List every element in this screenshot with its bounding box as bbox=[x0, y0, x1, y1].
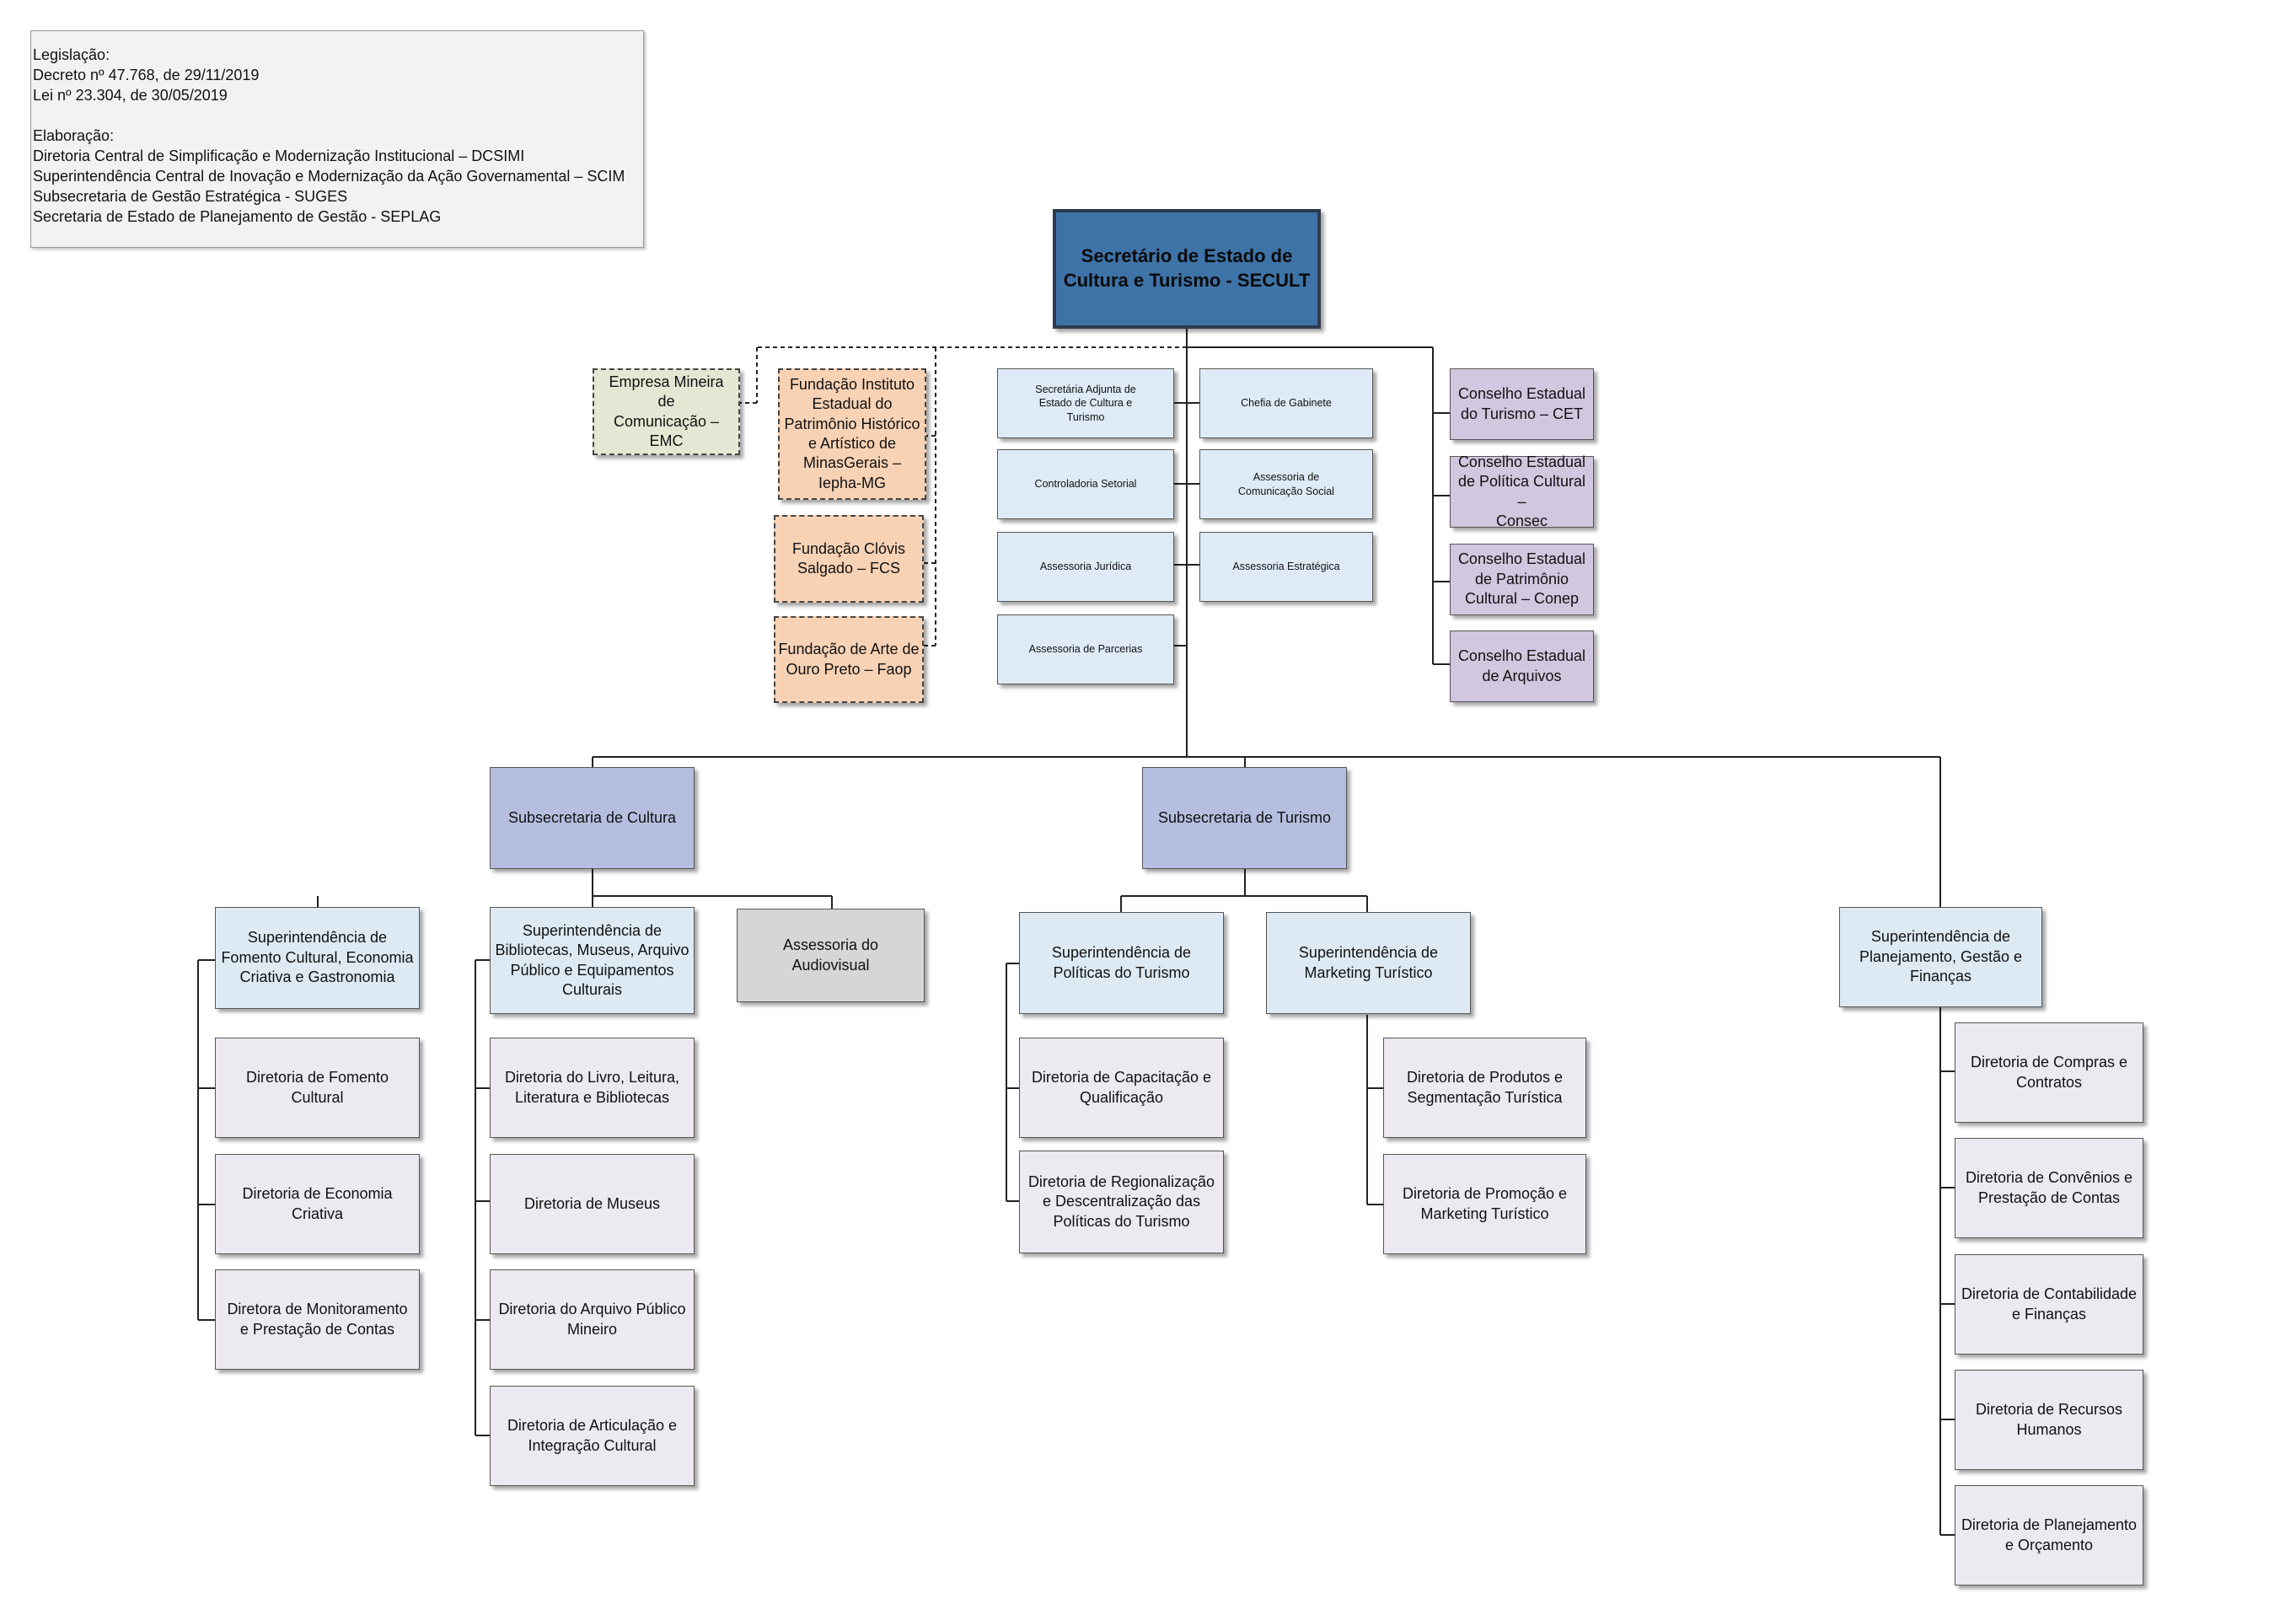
elaboration-heading: Elaboração: bbox=[33, 127, 115, 144]
legend-box: Legislação: Decreto nº 47.768, de 29/11/… bbox=[30, 30, 644, 248]
unit-assessoria-juridica: Assessoria Jurídica bbox=[997, 532, 1174, 602]
decree-text: Decreto nº 47.768, de 29/11/2019 bbox=[33, 67, 260, 83]
author-line: Secretaria de Estado de Planejamento de … bbox=[33, 208, 442, 225]
law-text: Lei nº 23.304, de 30/05/2019 bbox=[33, 87, 228, 104]
author-line: Diretoria Central de Simplificação e Mod… bbox=[33, 148, 525, 164]
unit-assessoria-estrategica: Assessoria Estratégica bbox=[1199, 532, 1373, 602]
unit-controladoria: Controladoria Setorial bbox=[997, 449, 1174, 519]
directorate-museus: Diretoria de Museus bbox=[490, 1154, 695, 1254]
assessoria-audiovisual: Assessoria do Audiovisual bbox=[737, 909, 925, 1002]
directorate-livro: Diretoria do Livro, Leitura,Literatura e… bbox=[490, 1038, 695, 1138]
author-line: Subsecretaria de Gestão Estratégica - SU… bbox=[33, 188, 348, 205]
subsecretariat-turismo: Subsecretaria de Turismo bbox=[1142, 767, 1347, 869]
subsecretariat-cultura: Subsecretaria de Cultura bbox=[490, 767, 695, 869]
legislation-heading: Legislação: bbox=[33, 46, 110, 63]
unit-chefia-gabinete: Chefia de Gabinete bbox=[1199, 368, 1373, 438]
unit-assessoria-parcerias: Assessoria de Parcerias bbox=[997, 614, 1174, 684]
author-line: Superintendência Central de Inovação e M… bbox=[33, 168, 625, 185]
